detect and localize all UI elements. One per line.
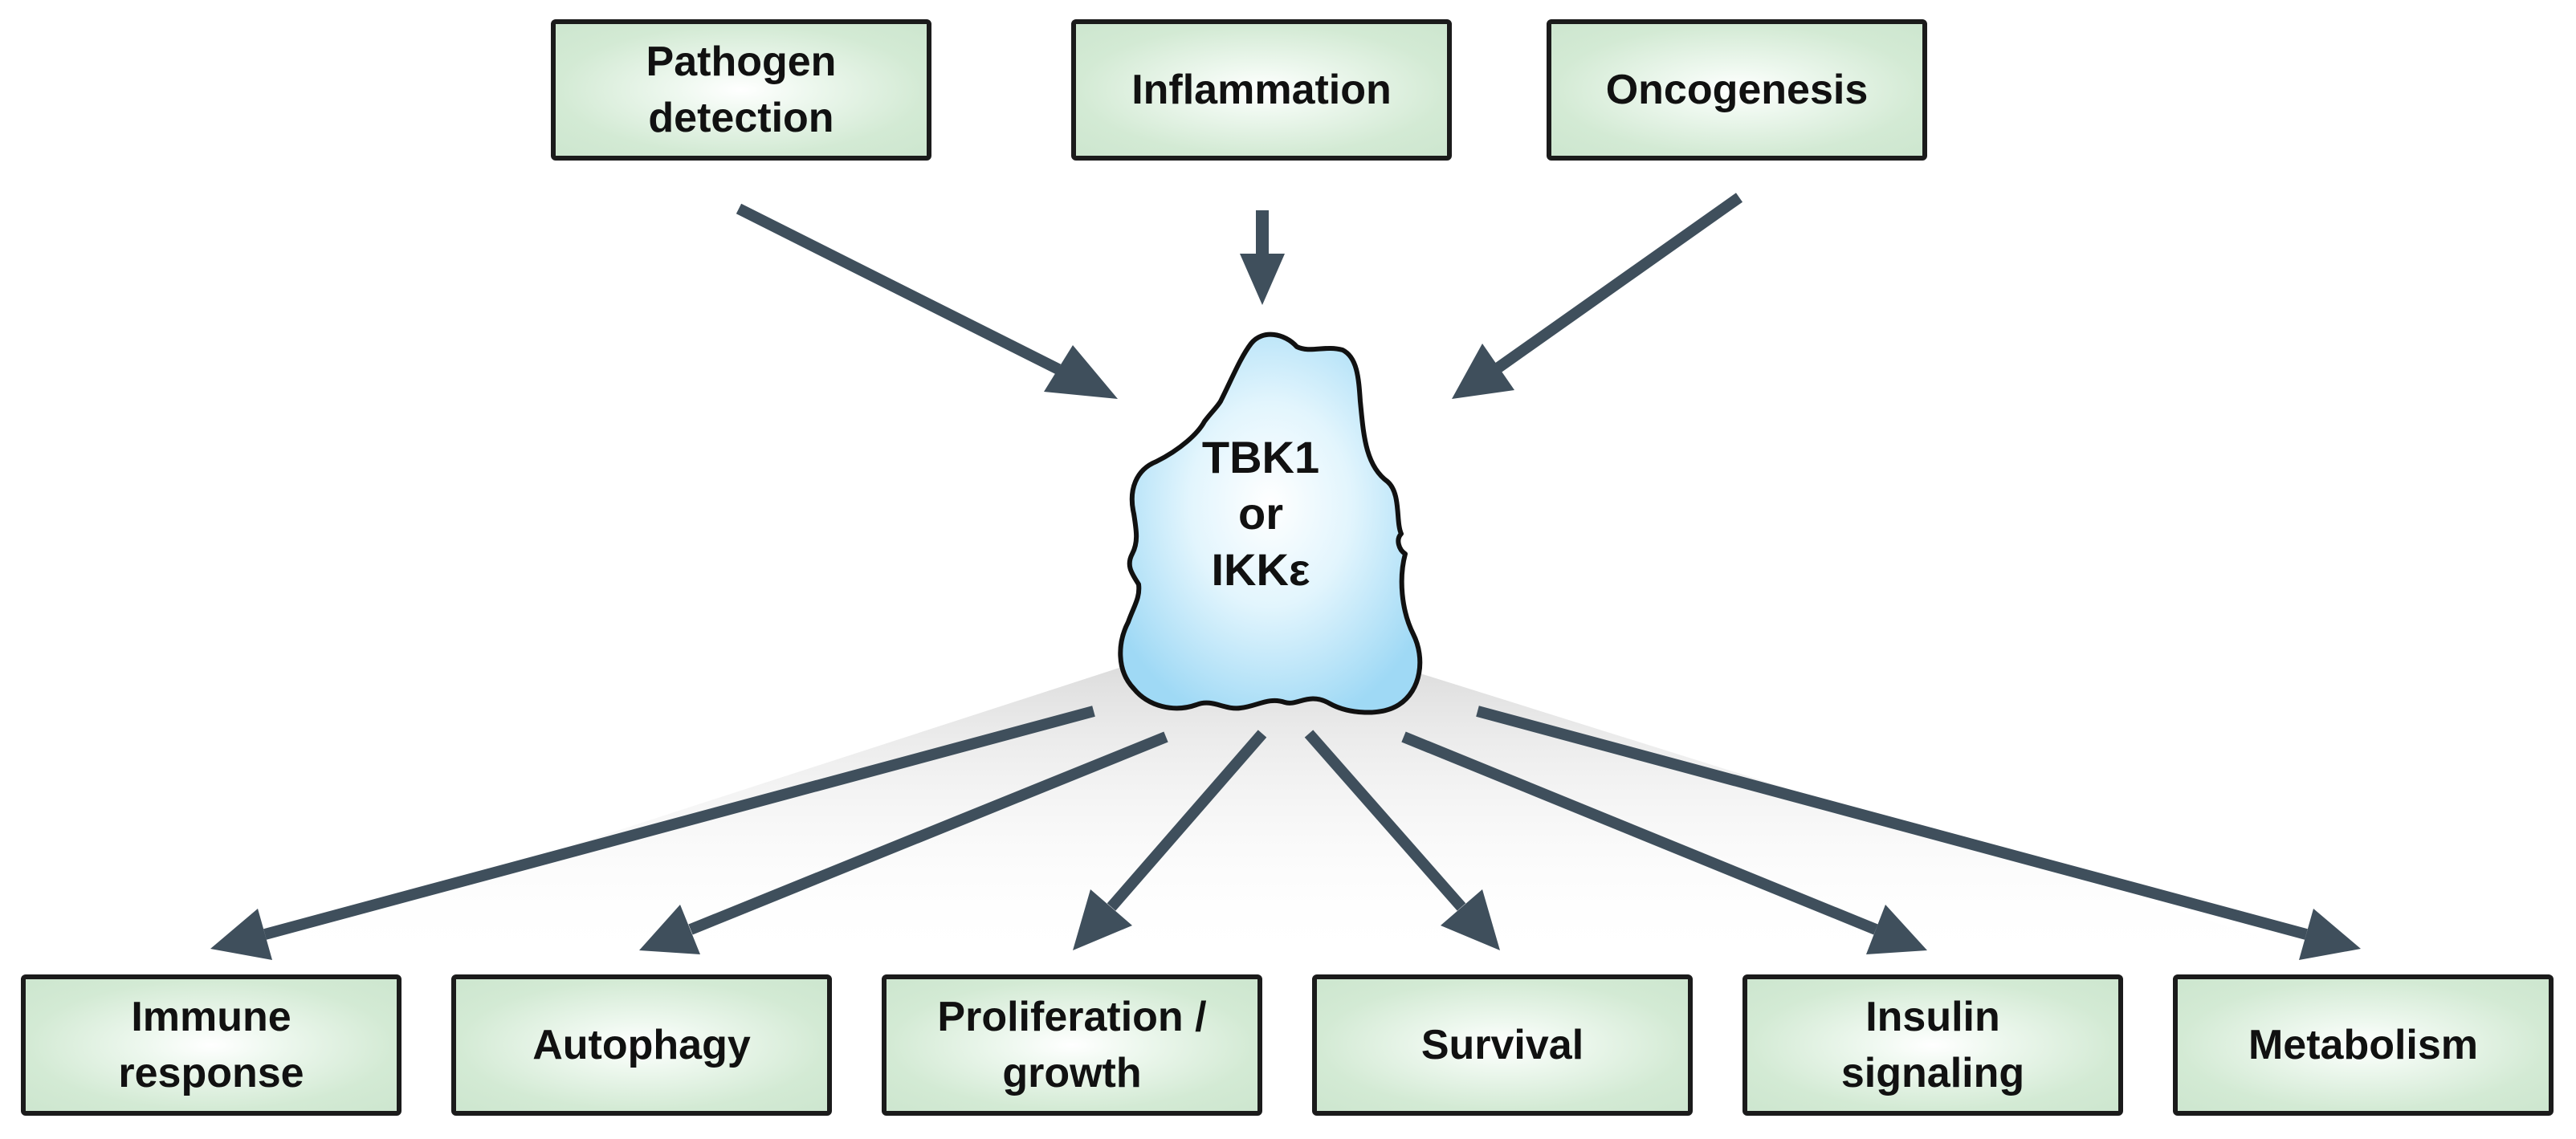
output-box-proliferation-growth: Proliferation / growth	[882, 974, 1262, 1116]
arrow-to-immune-response	[210, 706, 1095, 960]
output-box-immune-response: Immune response	[21, 974, 401, 1116]
tbk1-label-line2: or	[1238, 488, 1283, 539]
shadow-fan	[209, 666, 2345, 963]
input-box-inflammation: Inflammation	[1071, 19, 1452, 161]
output-box-autophagy: Autophagy	[451, 974, 832, 1116]
output-box-survival: Survival	[1312, 974, 1693, 1116]
box-line1: Pathogen	[646, 39, 837, 85]
tbk1-label: TBK1 or IKKε	[1180, 429, 1341, 598]
box-line2: response	[118, 1050, 304, 1096]
arrow-pathogen-to-tbk1	[736, 203, 1118, 399]
tbk1-label-line3: IKKε	[1211, 544, 1310, 595]
arrow-to-insulin-signaling	[1401, 731, 1927, 954]
box-line1: Oncogenesis	[1605, 67, 1869, 113]
input-arrows	[736, 193, 1743, 399]
box-line1: Survival	[1420, 1022, 1584, 1068]
arrow-inflammation-to-tbk1	[1240, 210, 1285, 305]
box-line2: detection	[648, 95, 834, 141]
output-arrows	[210, 706, 2361, 960]
box-line1: Metabolism	[2248, 1022, 2479, 1068]
box-line2: signaling	[1840, 1050, 2025, 1096]
arrow-to-proliferation	[1073, 730, 1267, 950]
tbk1-label-line1: TBK1	[1201, 432, 1320, 482]
arrow-to-metabolism	[1476, 706, 2361, 960]
box-line2: growth	[1002, 1050, 1142, 1096]
box-line1: Inflammation	[1131, 67, 1392, 113]
input-box-oncogenesis: Oncogenesis	[1547, 19, 1927, 161]
box-line1: Insulin	[1865, 994, 2000, 1040]
box-line1: Immune	[131, 994, 291, 1040]
tbk1-protein-shape	[1118, 332, 1423, 715]
output-box-insulin-signaling: Insulin signaling	[1742, 974, 2123, 1116]
arrow-to-autophagy	[639, 731, 1168, 954]
output-box-metabolism: Metabolism	[2173, 974, 2554, 1116]
input-box-pathogen-detection: Pathogen detection	[551, 19, 931, 161]
box-line1: Autophagy	[532, 1022, 751, 1068]
arrow-to-survival	[1304, 730, 1500, 950]
arrow-oncogenesis-to-tbk1	[1452, 193, 1743, 399]
box-line1: Proliferation /	[937, 994, 1207, 1040]
